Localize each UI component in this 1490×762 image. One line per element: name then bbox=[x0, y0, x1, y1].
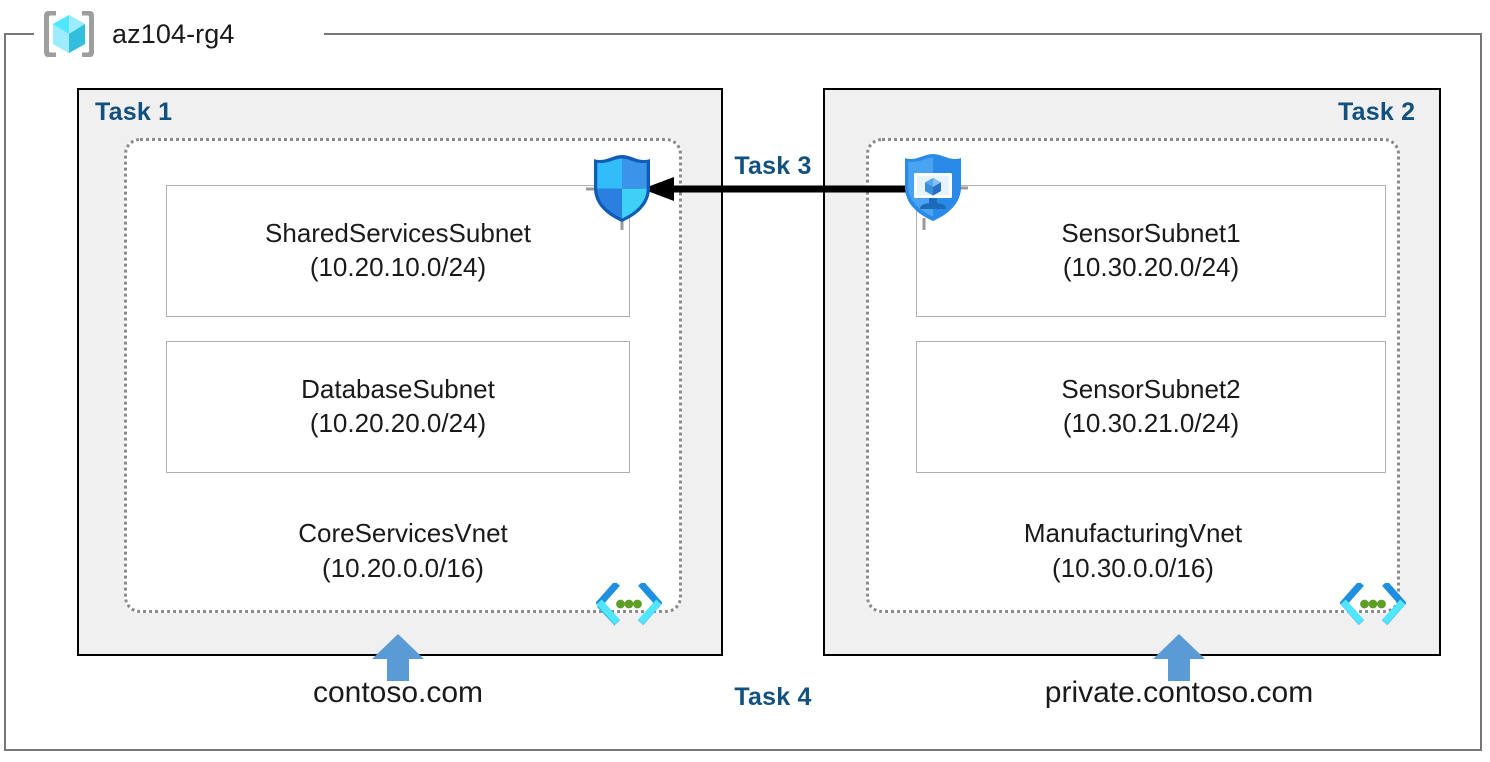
resource-group-cube-icon bbox=[40, 8, 98, 60]
dns-link-arrow-up-icon bbox=[1152, 633, 1206, 681]
dns-link-arrow-up-icon bbox=[371, 633, 425, 681]
subnet-cidr: (10.30.20.0/24) bbox=[1062, 252, 1240, 282]
task4-label: Task 4 bbox=[734, 683, 812, 711]
public-dns-zone-label: contoso.com bbox=[312, 676, 484, 709]
task1-label: Task 1 bbox=[95, 98, 173, 126]
manufacturingvnet-label: ManufacturingVnet (10.30.0.0/16) bbox=[866, 516, 1400, 585]
vnet-icon bbox=[1339, 581, 1407, 629]
coreservicesvnet-label: CoreServicesVnet (10.20.0.0/16) bbox=[124, 516, 682, 585]
subnet-name: SensorSubnet1 bbox=[1061, 218, 1241, 249]
protected-virtual-machine-icon bbox=[898, 152, 968, 230]
resource-group-frame bbox=[4, 33, 1482, 751]
subnet-name: DatabaseSubnet bbox=[301, 374, 495, 405]
resource-group-name: az104-rg4 bbox=[112, 18, 235, 49]
databasesubnet-box: DatabaseSubnet (10.20.20.0/24) bbox=[166, 341, 630, 473]
subnet-cidr: (10.20.10.0/24) bbox=[309, 252, 487, 282]
resource-group-frame-title-gap bbox=[34, 24, 324, 44]
vnet-name: CoreServicesVnet bbox=[298, 518, 508, 548]
vnet-cidr: (10.20.0.0/16) bbox=[322, 552, 484, 583]
subnet-cidr: (10.30.21.0/24) bbox=[1062, 408, 1240, 438]
task2-label: Task 2 bbox=[1338, 98, 1416, 126]
vnet-cidr: (10.30.0.0/16) bbox=[1052, 552, 1214, 583]
subnet-name: SharedServicesSubnet bbox=[265, 218, 531, 249]
sensorsubnet2-box: SensorSubnet2 (10.30.21.0/24) bbox=[916, 341, 1386, 473]
peering-arrow-left-icon bbox=[640, 176, 912, 202]
resource-group-header: az104-rg4 bbox=[40, 8, 234, 60]
network-security-group-shield-icon bbox=[586, 152, 658, 230]
vnet-icon bbox=[595, 581, 663, 629]
subnet-name: SensorSubnet2 bbox=[1061, 374, 1241, 405]
task3-label: Task 3 bbox=[723, 150, 823, 185]
sharedservicessubnet-box: SharedServicesSubnet (10.20.10.0/24) bbox=[166, 185, 630, 317]
sensorsubnet1-box: SensorSubnet1 (10.30.20.0/24) bbox=[916, 185, 1386, 317]
vnet-name: ManufacturingVnet bbox=[1023, 518, 1243, 548]
subnet-cidr: (10.20.20.0/24) bbox=[309, 408, 487, 438]
private-dns-zone-label: private.contoso.com bbox=[1044, 676, 1314, 709]
